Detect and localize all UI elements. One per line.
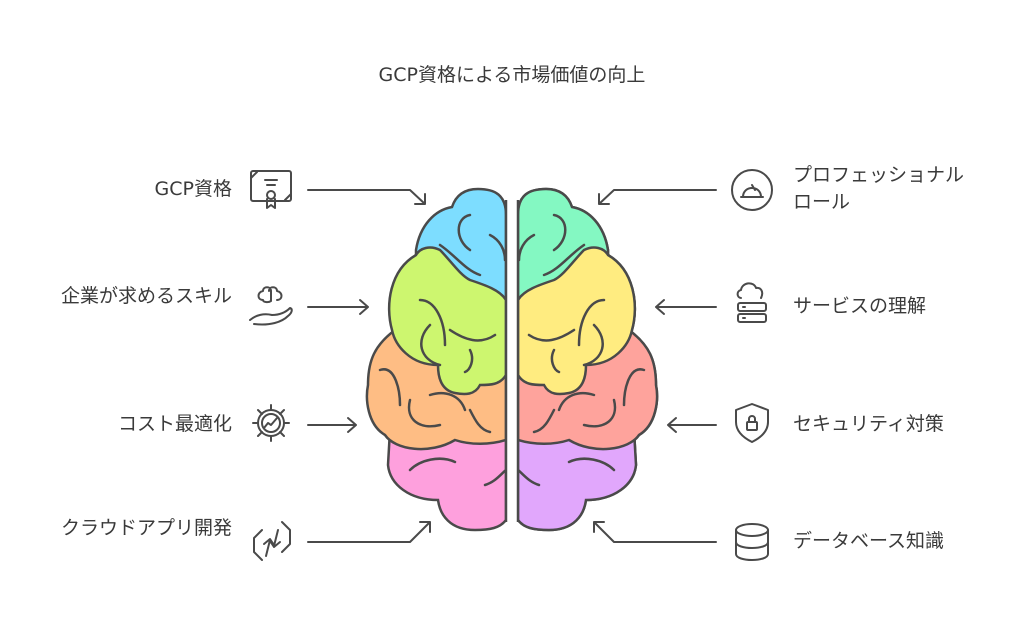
- arrow-cloud-dev: [307, 521, 431, 543]
- right-label-3: セキュリティ対策: [793, 413, 944, 435]
- arrow-cost: [307, 417, 357, 433]
- left-label-1: GCP資格: [154, 178, 232, 200]
- shield-lock-icon: [735, 403, 769, 443]
- lobe-purple: [518, 428, 638, 532]
- exchange-arrows-icon: [253, 521, 291, 561]
- arrow-security: [667, 417, 717, 433]
- arrow-role: [598, 189, 717, 205]
- lobe-lime: [387, 246, 506, 396]
- database-icon: [735, 523, 769, 561]
- diagram-title: GCP資格による市場価値の向上: [378, 64, 646, 86]
- right-label-4: データベース知識: [793, 530, 945, 552]
- right-label-2: サービスの理解: [793, 295, 927, 317]
- right-hemisphere: [518, 187, 659, 532]
- right-label-1: プロフェッショナルロール: [793, 164, 965, 213]
- left-label-4: クラウドアプリ開発: [60, 517, 232, 539]
- role-badge-icon: [731, 169, 773, 211]
- gear-chart-icon: [252, 404, 290, 442]
- arrow-service: [655, 299, 717, 315]
- arrow-skills: [307, 299, 369, 315]
- cloud-server-icon: [736, 282, 767, 323]
- left-label-2: 企業が求めるスキル: [60, 285, 232, 307]
- left-hemisphere: [365, 187, 506, 532]
- left-label-3: コスト最適化: [117, 413, 232, 435]
- certificate-icon: [250, 170, 292, 209]
- brain-in-hand-icon: [249, 286, 293, 326]
- arrow-database: [593, 521, 717, 543]
- lobe-pink: [386, 428, 506, 532]
- arrow-gcp: [307, 189, 426, 205]
- lobe-yellow: [518, 246, 637, 396]
